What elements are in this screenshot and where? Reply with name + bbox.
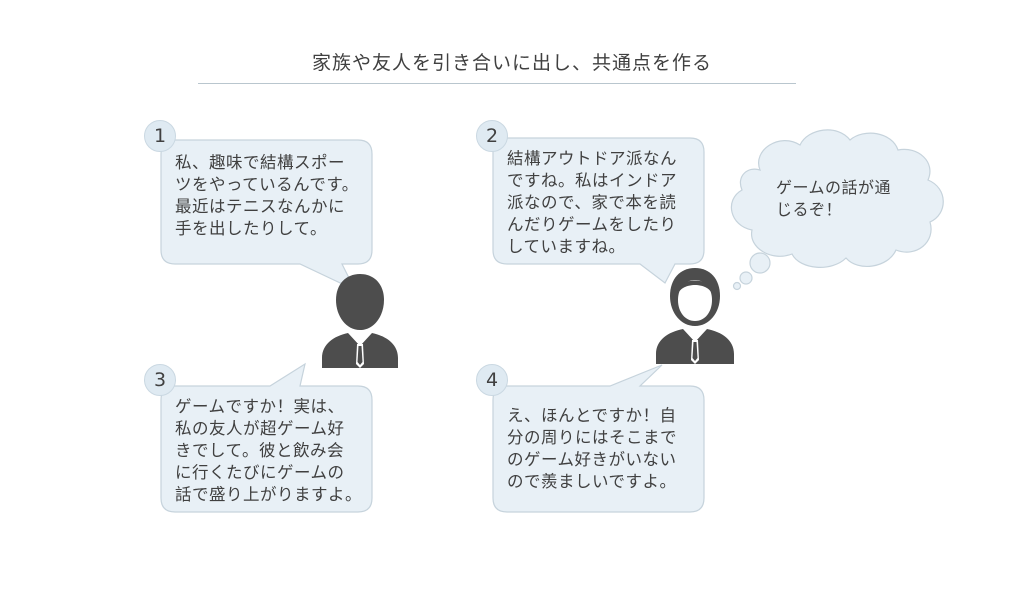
page-title: 家族や友人を引き合いに出し、共通点を作る — [311, 52, 712, 74]
speech-text-1: 私、趣味で結構スポー ツをやっているんです。 最近はテニスなんかに 手を出したり… — [175, 153, 359, 238]
thought-cloud — [730, 129, 944, 291]
businessman-icon — [656, 268, 734, 364]
businessman-icon — [322, 274, 398, 368]
title-underline — [198, 83, 796, 84]
speech-bubble-4 — [492, 364, 705, 513]
thought-text: ゲームの話が通 じるぞ！ — [776, 178, 892, 219]
step-badge-2: 2 — [476, 120, 508, 152]
step-badge-1: 1 — [144, 120, 176, 152]
step-badge-4: 4 — [476, 364, 508, 396]
speech-text-4: え、ほんとですか！自 分の周りにはそこまで のゲーム好きがいない ので羨ましいで… — [507, 406, 677, 491]
speech-text-2: 結構アウトドア派なん ですね。私はインドア 派なので、家で本を読 んだりゲームを… — [507, 149, 677, 256]
speech-bubble-3 — [160, 362, 373, 513]
step-badge-3: 3 — [144, 364, 176, 396]
speech-text-3: ゲームですか！実は、 私の友人が超ゲーム好 きでして。彼と飲み会 に行くたびにゲ… — [175, 397, 362, 504]
